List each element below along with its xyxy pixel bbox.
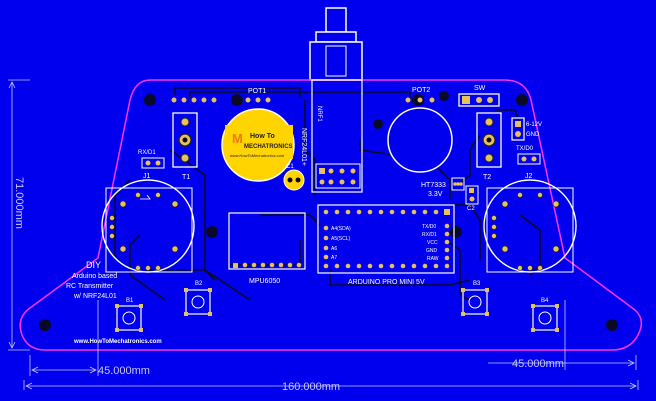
website-label: www.HowToMechatronics.com bbox=[73, 339, 162, 345]
c2-label: C2 bbox=[467, 206, 475, 212]
rx-d1-label: RX/D1 bbox=[138, 150, 156, 156]
diy-text-block: DIY Arduino based RC Transmitter w/ NRF2… bbox=[66, 260, 162, 345]
j2-label: J2 bbox=[525, 173, 533, 180]
t1-label: T1 bbox=[182, 174, 190, 181]
diy-label: DIY bbox=[86, 260, 101, 270]
b1-label: B1 bbox=[126, 298, 134, 304]
pot1-pin-header bbox=[171, 97, 217, 103]
arduino-based-label: Arduino based bbox=[72, 273, 117, 280]
button-b3: B3 bbox=[461, 281, 489, 316]
pot1-label: POT1 bbox=[248, 88, 266, 95]
power-input-header: 6-12V GND bbox=[511, 117, 542, 141]
pin-a4: A4(SDA) bbox=[331, 226, 351, 232]
pin-rx: RX/D1 bbox=[422, 232, 437, 238]
arduino-pro-mini: A4(SDA) A5(SCL) A6 A7 TX/D0 RX/D1 VCC GN… bbox=[317, 204, 455, 286]
pot1: POT1 M How To MECHATRONICS www.HowToMech… bbox=[221, 88, 295, 182]
pot2-label: POT2 bbox=[412, 87, 430, 94]
right-width-label: 45.000mm bbox=[512, 358, 564, 370]
logo-mechatronics: MECHATRONICS bbox=[244, 144, 293, 150]
dimension-total-width bbox=[23, 380, 639, 390]
logo-url: www.HowToMechatronics.com bbox=[230, 153, 285, 158]
mpu6050: MPU6050 bbox=[228, 212, 306, 285]
toggle-t2: T2 bbox=[476, 112, 502, 181]
pcb-traces bbox=[114, 87, 541, 301]
total-width-label: 160.000mm bbox=[282, 381, 340, 393]
board-outline bbox=[19, 79, 643, 351]
toggle-t1: T1 bbox=[172, 112, 198, 181]
button-b1: B1 bbox=[115, 298, 143, 332]
mpu-label: MPU6050 bbox=[249, 278, 280, 285]
pin-gnd: GND bbox=[426, 248, 438, 254]
pin-a6: A6 bbox=[331, 246, 337, 252]
button-b4: B4 bbox=[531, 298, 559, 332]
power-switch: SW bbox=[458, 85, 500, 107]
dimension-height bbox=[8, 79, 30, 351]
b2-label: B2 bbox=[195, 281, 203, 287]
c1-label: C1 bbox=[286, 164, 294, 170]
tx-d0-label: TX/D0 bbox=[516, 146, 534, 152]
joystick-j1: J1 bbox=[101, 173, 195, 273]
logo-how-to: How To bbox=[250, 133, 275, 140]
nrf-module: NRF1 NRF24L01+ bbox=[300, 79, 363, 193]
pot2: POT2 bbox=[387, 87, 453, 173]
ht7333-label: HT7333 bbox=[421, 182, 446, 189]
pin-a7: A7 bbox=[331, 255, 337, 261]
b3-label: B3 bbox=[473, 281, 481, 287]
pin-tx: TX/D0 bbox=[422, 224, 436, 230]
dimension-right-width bbox=[488, 300, 637, 370]
button-b2: B2 bbox=[184, 281, 212, 316]
logo-letter-m: M bbox=[232, 131, 243, 146]
antenna-connector bbox=[309, 7, 363, 81]
pot1-wiper-pins bbox=[245, 97, 271, 103]
pin-vcc: VCC bbox=[427, 240, 438, 246]
j1-label: J1 bbox=[143, 173, 151, 180]
b4-label: B4 bbox=[541, 298, 549, 304]
left-width-label: 45.000mm bbox=[98, 365, 150, 377]
pin-a5: A5(SCL) bbox=[331, 236, 351, 242]
nrf-module-label: NRF24L01+ bbox=[300, 128, 307, 166]
rc-transmitter-label: RC Transmitter bbox=[66, 283, 114, 290]
capacitor-c1: C1 bbox=[283, 164, 305, 191]
w-nrf-label: w/ NRF24L01 bbox=[73, 293, 117, 300]
tx-header: TX/D0 bbox=[516, 146, 541, 165]
sw-label: SW bbox=[474, 85, 486, 92]
rx-header: RX/D1 bbox=[138, 150, 165, 169]
arduino-label: ARDUINO PRO MINI 5V bbox=[348, 279, 425, 286]
t2-label: T2 bbox=[483, 174, 491, 181]
regulator-ht7333: HT7333 3.3V C2 bbox=[421, 177, 479, 212]
mounting-holes bbox=[39, 91, 618, 331]
gnd-label: GND bbox=[526, 132, 540, 138]
regulator-voltage-label: 3.3V bbox=[428, 191, 443, 198]
nrf1-label: NRF1 bbox=[316, 106, 322, 122]
pin-raw: RAW bbox=[427, 256, 439, 262]
dimension-left-width bbox=[29, 300, 99, 376]
supply-label: 6-12V bbox=[526, 122, 542, 128]
height-dimension-label: 71.000mm bbox=[13, 177, 25, 229]
joystick-j2: J2 bbox=[483, 173, 577, 273]
